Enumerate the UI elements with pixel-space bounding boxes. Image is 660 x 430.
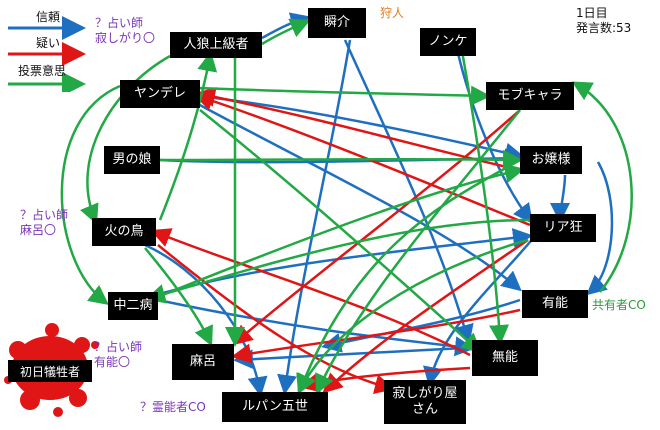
legend-arrows [8, 16, 86, 92]
trust-arrow [586, 161, 614, 296]
vote-arrow [145, 218, 531, 304]
trust-arrow [423, 229, 541, 387]
vote-arrow [158, 51, 218, 221]
trust-arrow [550, 174, 571, 223]
victim-note-line1: ？占い師 [94, 340, 143, 354]
hinotori-note: ？占い師 麻呂〇 [20, 208, 68, 238]
trust-arrow [157, 298, 475, 357]
suspect-arrow [232, 109, 521, 346]
vote-arrow [315, 109, 521, 395]
suspect-arrow [322, 238, 529, 394]
node-yandere: ヤンデレ [120, 80, 200, 108]
legend-trust-label: 信頼 [36, 10, 61, 24]
node-hinotori: 火の鳥 [92, 218, 156, 246]
trust-arrow [144, 243, 268, 397]
victim-note: ？占い師 有能〇 [94, 340, 142, 370]
speech-count: 発言数:53 [576, 21, 632, 35]
node-maro: 麻呂 [172, 344, 234, 380]
node-sabishi: 寂しがり屋さん [384, 380, 466, 424]
vote-arrow [197, 85, 491, 106]
shunsuke-role-note: 狩人 [380, 6, 405, 20]
vote-arrow [571, 81, 633, 293]
vote-arrow [458, 39, 510, 345]
node-munou: 無能 [472, 340, 538, 376]
vote-arrow [159, 163, 525, 298]
suspect-arrow [150, 228, 471, 357]
legend: 信頼 疑い 投票意思 [6, 8, 90, 92]
jinrou-note: ？占い師 寂しがり〇 [95, 16, 155, 46]
suspect-arrow [231, 308, 521, 364]
jinrou-note-line1: ？占い師 [95, 16, 144, 30]
node-victim: 初日犠牲者 [8, 360, 92, 382]
legend-suspect-label: 疑い [36, 36, 61, 50]
victim-note-line2: 有能〇 [94, 355, 131, 369]
trust-arrow [197, 102, 522, 292]
vote-arrow [60, 84, 121, 306]
trust-arrow [261, 12, 311, 40]
node-lupin: ルパン五世 [222, 392, 328, 422]
vote-arrow [80, 54, 171, 225]
trust-arrows [144, 12, 614, 397]
node-jinrou: 人狼上級者 [170, 32, 262, 58]
vote-arrow [297, 238, 529, 395]
yuunou-note: 共有者CO [592, 298, 646, 312]
node-riakyo: リア狂 [530, 214, 596, 242]
node-chuuni: 中二病 [108, 292, 158, 320]
lupin-note: ？霊能者CO [140, 400, 206, 414]
vote-arrow [199, 109, 482, 354]
suspect-arrow [157, 244, 395, 394]
suspect-arrow [195, 87, 521, 172]
hinotori-note-line2: 麻呂〇 [20, 223, 57, 237]
vote-arrow [144, 247, 213, 347]
trust-arrow [453, 39, 533, 225]
node-otokonoko: 男の娘 [104, 146, 160, 174]
node-yuunou: 有能 [522, 290, 588, 318]
node-nonke: ノンケ [420, 28, 476, 56]
day-label: 1日目 [576, 6, 608, 20]
trust-arrow [343, 39, 474, 345]
node-ojou: お嬢様 [520, 146, 582, 174]
vote-arrow [261, 18, 311, 46]
hinotori-note-line1: ？占い師 [20, 208, 69, 222]
vote-arrows [60, 18, 633, 395]
node-shunsuke: 瞬介 [308, 8, 366, 38]
legend-vote-label: 投票意思 [18, 64, 67, 78]
day-info: 1日目 発言数:53 [576, 6, 631, 36]
node-mobu: モブキャラ [486, 82, 574, 110]
vote-arrow [296, 158, 521, 395]
jinrou-note-line2: 寂しがり〇 [95, 31, 156, 45]
vote-arrow [157, 149, 523, 170]
